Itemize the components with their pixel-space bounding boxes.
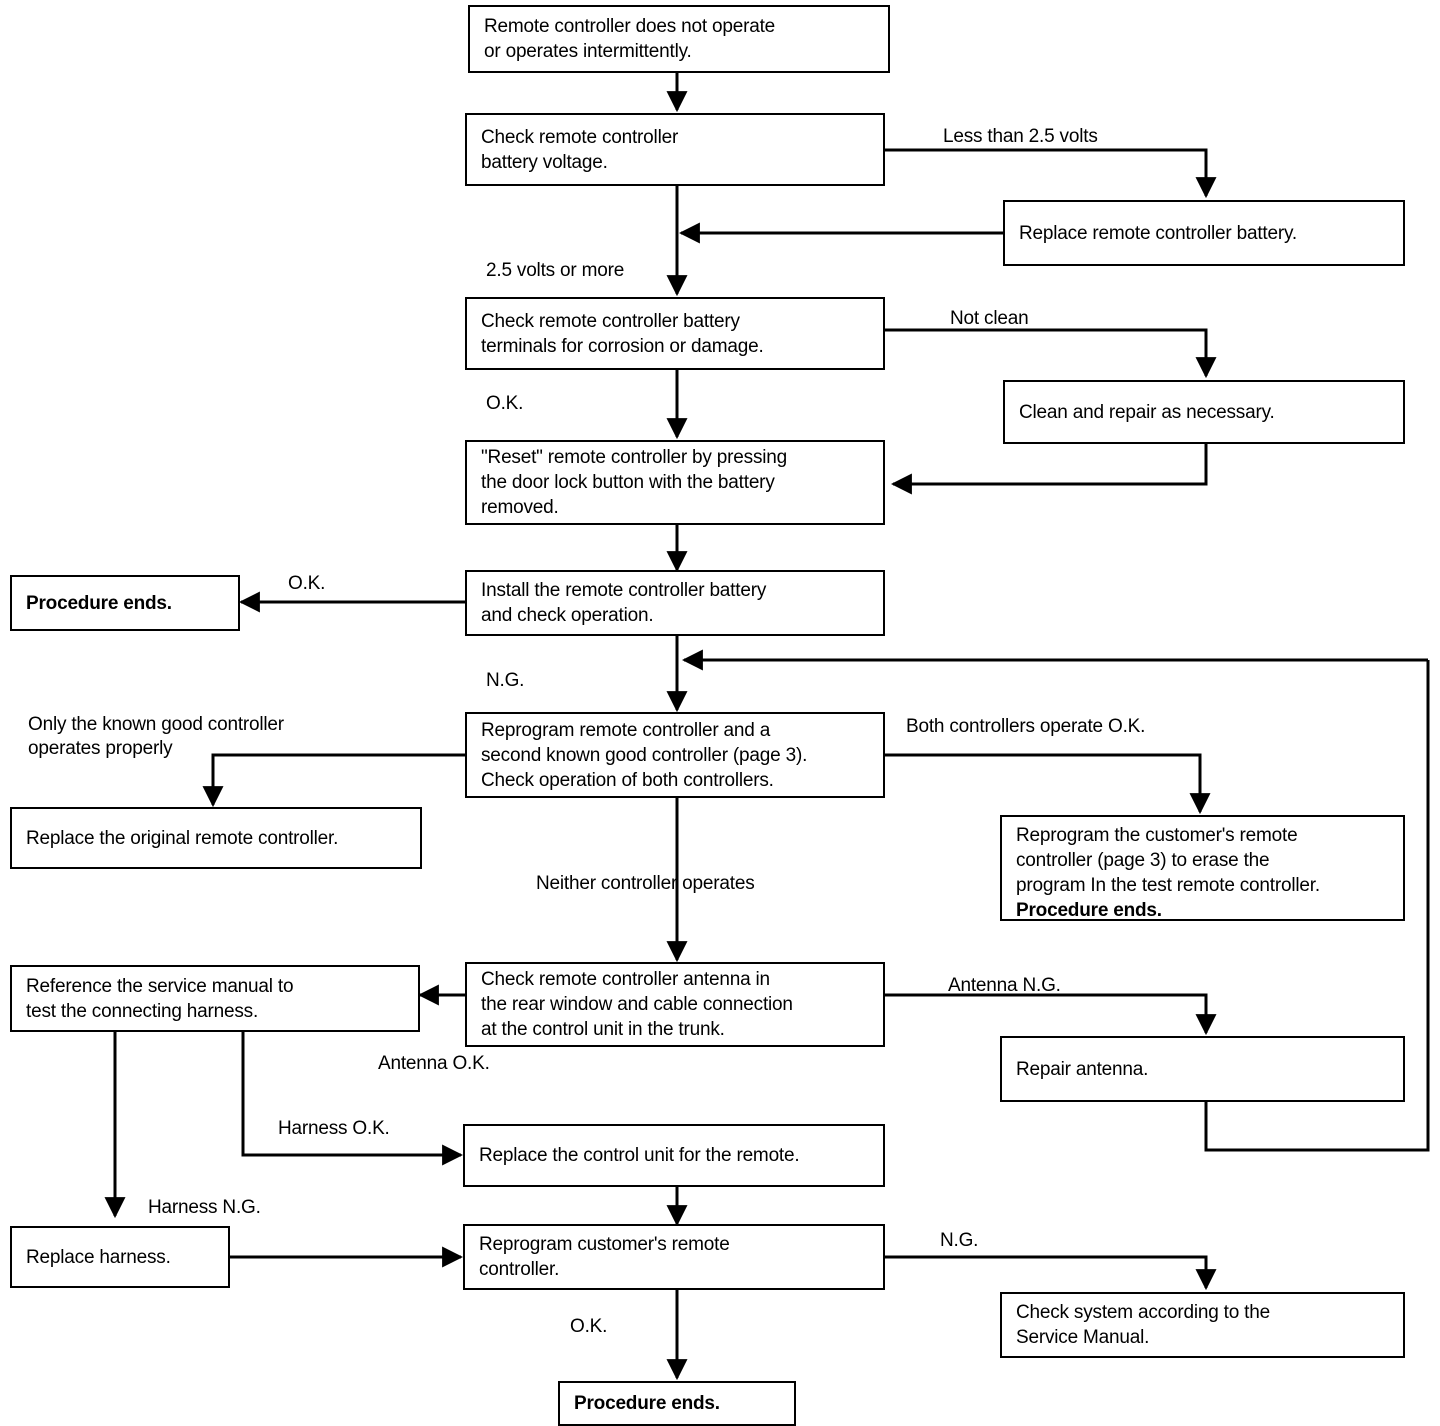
box-reference-manual: Reference the service manual to test the… <box>10 965 420 1032</box>
box-reprogram-two: Reprogram remote controller and a second… <box>465 712 885 798</box>
box-reset-controller: "Reset" remote controller by pressing th… <box>465 440 885 525</box>
box-clean-repair: Clean and repair as necessary. <box>1003 380 1405 444</box>
box-replace-battery: Replace remote controller battery. <box>1003 200 1405 266</box>
label-antenna-ok: Antenna O.K. <box>378 1053 490 1074</box>
label-harness-ok: Harness O.K. <box>278 1118 390 1139</box>
label-only-known-good-controller: Only the known good controller operates … <box>28 714 284 759</box>
label-neither-controller-operates: Neither controller operates <box>536 873 755 894</box>
box-replace-control-unit-text: Replace the control unit for the remote. <box>479 1145 800 1166</box>
box-reset-controller-text: "Reset" remote controller by pressing th… <box>481 447 787 518</box>
box-replace-harness-text: Replace harness. <box>26 1246 171 1268</box>
label-antenna-ng: Antenna N.G. <box>948 975 1061 996</box>
label-2-5-volts-or-more: 2.5 volts or more <box>486 260 625 281</box>
box-repair-antenna: Repair antenna. <box>1000 1036 1405 1102</box>
box-clean-repair-text: Clean and repair as necessary. <box>1019 401 1275 423</box>
label-ng-reprogram: N.G. <box>940 1230 979 1251</box>
box-procedure-ends-2-text: Procedure ends. <box>574 1393 720 1414</box>
box-replace-control-unit: Replace the control unit for the remote. <box>463 1124 885 1187</box>
box-reprogram-customer-erase-tail: Procedure ends. <box>1016 900 1162 921</box>
box-procedure-ends-1-text: Procedure ends. <box>26 592 172 614</box>
box-reference-manual-text: Reference the service manual to test the… <box>26 975 294 1022</box>
box-check-antenna: Check remote controller antenna in the r… <box>465 962 885 1047</box>
box-reprogram-customer: Reprogram customer's remote controller. <box>463 1224 885 1290</box>
box-symptom: Remote controller does not operate or op… <box>468 5 890 73</box>
label-harness-ng: Harness N.G. <box>148 1197 261 1218</box>
box-check-voltage: Check remote controller battery voltage. <box>465 113 885 186</box>
box-check-terminals: Check remote controller battery terminal… <box>465 297 885 370</box>
label-ok-terminals: O.K. <box>486 393 524 414</box>
box-reprogram-customer-erase: Reprogram the customer's remote controll… <box>1000 815 1405 921</box>
box-check-voltage-text: Check remote controller battery voltage. <box>481 126 679 173</box>
box-check-antenna-text: Check remote controller antenna in the r… <box>481 969 793 1040</box>
box-replace-original: Replace the original remote controller. <box>10 807 422 869</box>
label-ok-reprogram: O.K. <box>570 1316 608 1337</box>
box-install-battery: Install the remote controller battery an… <box>465 570 885 636</box>
box-check-system-text: Check system according to the Service Ma… <box>1016 1302 1270 1348</box>
label-ok-install: O.K. <box>288 573 326 594</box>
box-reprogram-customer-erase-text: Reprogram the customer's remote controll… <box>1016 825 1320 921</box>
box-reprogram-customer-text: Reprogram customer's remote controller. <box>479 1234 730 1280</box>
box-reprogram-two-text: Reprogram remote controller and a second… <box>481 719 808 791</box>
label-less-than-2-5-volts: Less than 2.5 volts <box>943 126 1098 147</box>
box-procedure-ends-1: Procedure ends. <box>10 575 240 631</box>
box-symptom-text: Remote controller does not operate or op… <box>484 16 776 62</box>
box-check-terminals-text: Check remote controller battery terminal… <box>481 310 764 357</box>
box-replace-harness: Replace harness. <box>10 1226 230 1288</box>
box-replace-original-text: Replace the original remote controller. <box>26 827 339 849</box>
box-procedure-ends-2: Procedure ends. <box>558 1381 796 1426</box>
box-install-battery-text: Install the remote controller battery an… <box>481 580 767 626</box>
label-not-clean: Not clean <box>950 308 1029 329</box>
box-check-system: Check system according to the Service Ma… <box>1000 1292 1405 1358</box>
box-replace-battery-text: Replace remote controller battery. <box>1019 222 1297 244</box>
box-repair-antenna-text: Repair antenna. <box>1016 1058 1149 1080</box>
label-ng-install: N.G. <box>486 670 525 691</box>
label-both-controllers-ok: Both controllers operate O.K. <box>906 716 1146 737</box>
